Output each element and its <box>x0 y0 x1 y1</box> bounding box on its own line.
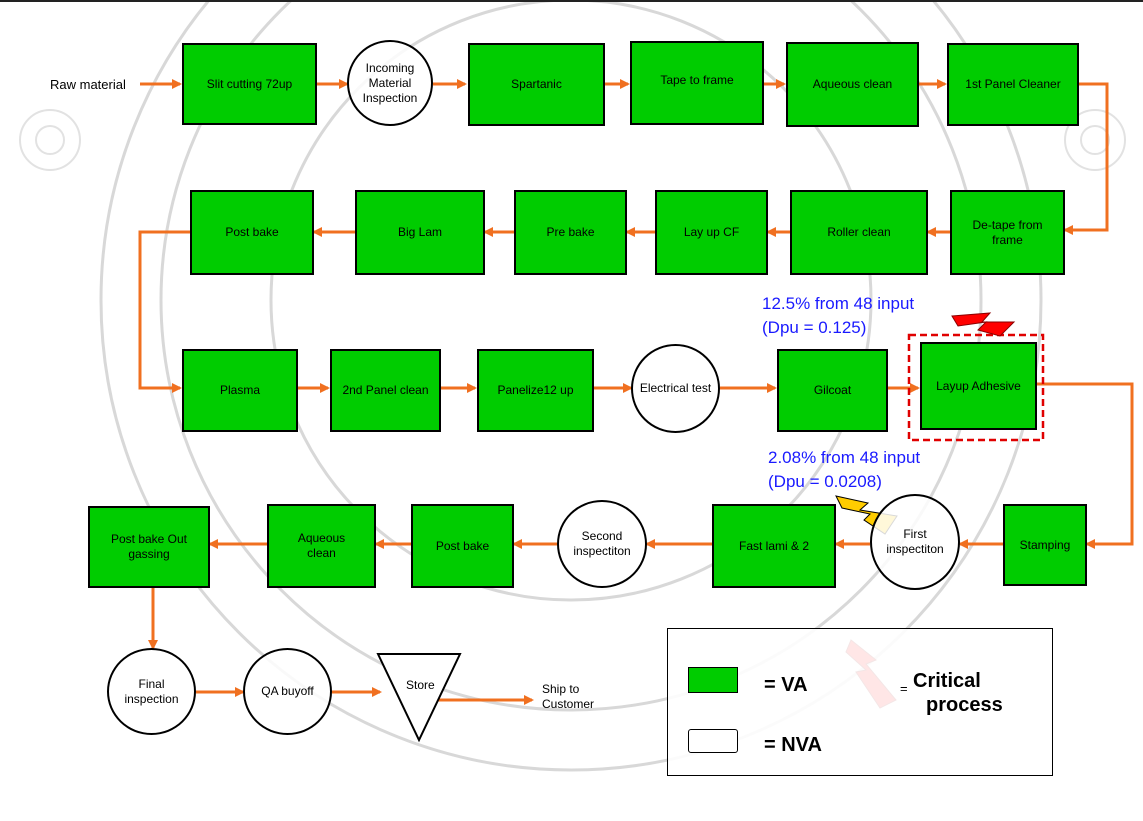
node-gilcoat: Gilcoat <box>777 349 888 432</box>
node-layup-cf: Lay up CF <box>655 190 768 275</box>
node-pre-bake: Pre bake <box>514 190 627 275</box>
node-panel-clean-2: 2nd Panel clean <box>330 349 441 432</box>
node-slit-cutting: Slit cutting 72up <box>182 43 317 125</box>
node-tape-to-frame: Tape to frame <box>630 41 764 125</box>
node-store: Store <box>406 678 435 693</box>
node-panelize: Panelize12 up <box>477 349 594 432</box>
node-detape: De-tape from frame <box>950 190 1065 275</box>
legend-va-label: = VA <box>764 673 808 697</box>
node-post-bake-2: Post bake <box>411 504 514 588</box>
node-aqueous-clean-2: Aqueous clean <box>267 504 376 588</box>
node-electrical-test: Electrical test <box>631 344 720 433</box>
gilcoat-dpu: (Dpu = 0.125) <box>762 318 866 338</box>
node-raw-material: Raw material <box>50 77 126 92</box>
node-first-inspection: First inspectiton <box>870 494 960 590</box>
node-panel-cleaner-1: 1st Panel Cleaner <box>947 43 1079 126</box>
node-roller-clean: Roller clean <box>790 190 928 275</box>
store-triangle <box>378 654 460 740</box>
node-post-bake-1: Post bake <box>190 190 314 275</box>
node-fast-lami: Fast lami & 2 <box>712 504 836 588</box>
node-incoming-inspection: Incoming Material Inspection <box>347 40 433 126</box>
legend-critical-eq: = <box>900 681 908 696</box>
node-plasma: Plasma <box>182 349 298 432</box>
critical-lightning-icon <box>952 313 1014 336</box>
legend-nva-label: = NVA <box>764 733 822 757</box>
legend-critical-label-2: process <box>926 693 1003 717</box>
node-final-inspection: Final inspection <box>107 648 196 735</box>
node-post-bake-outgassing: Post bake Out gassing <box>88 506 210 588</box>
gilcoat-defect-rate: 12.5% from 48 input <box>762 294 914 314</box>
node-big-lam: Big Lam <box>355 190 485 275</box>
node-spartanic: Spartanic <box>468 43 605 126</box>
inspection-dpu: (Dpu = 0.0208) <box>768 472 882 492</box>
node-qa-buyoff: QA buyoff <box>243 648 332 735</box>
legend: = VA = NVA = Critical process <box>667 628 1053 776</box>
legend-va-swatch <box>688 667 738 693</box>
node-aqueous-clean-1: Aqueous clean <box>786 42 919 127</box>
node-second-inspection: Second inspectiton <box>557 500 647 588</box>
node-ship-to-customer: Ship to Customer <box>542 682 612 712</box>
legend-nva-swatch <box>688 729 738 753</box>
inspection-defect-rate: 2.08% from 48 input <box>768 448 920 468</box>
node-stamping: Stamping <box>1003 504 1087 586</box>
node-layup-adhesive: Layup Adhesive <box>920 342 1037 430</box>
legend-critical-label: Critical <box>913 669 981 693</box>
